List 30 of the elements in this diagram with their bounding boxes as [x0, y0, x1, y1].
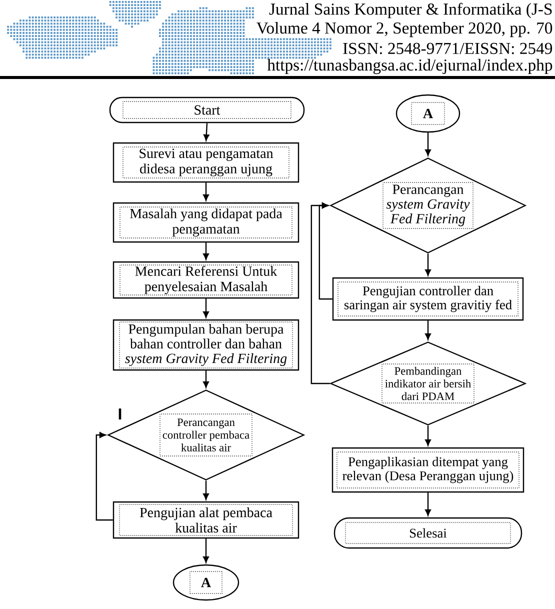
arrow — [203, 370, 209, 388]
arrow — [425, 254, 431, 276]
arrow — [425, 132, 431, 156]
header-text: ISSN: 2548-9771/EISSN: 2549 — [343, 42, 552, 54]
terminal-box: Selesai — [334, 517, 522, 549]
header-text: Jurnal Sains Komputer & Informatika (J-S — [269, 2, 552, 18]
loop-arrow — [96, 432, 113, 521]
process-box: Pengaplikasian ditempat yang relevan (Desa Peranggan ujung) — [332, 447, 524, 493]
arrow — [425, 492, 431, 516]
arrow — [425, 426, 431, 446]
process-box: Mencari Referensi Untuk penyelesaian Masalah — [112, 261, 300, 299]
terminal-box: Start — [109, 96, 305, 124]
arrow — [203, 298, 209, 318]
loop-arrow — [310, 202, 332, 384]
process-box: Pengumpulan bahan berupa bahan controller dan bahan system Gravity Fed Filtering — [112, 319, 300, 371]
letter-mark: I — [118, 408, 122, 420]
arrow — [203, 182, 209, 201]
arrow — [425, 320, 431, 340]
process-box: Masalah yang didapat pada pengamatan — [112, 202, 300, 243]
web-address: https://tunasbangsa.ac.id/ejurnal/index.php — [267, 58, 552, 74]
process-box: Pengujian controller dan saringan air system gravitiy fed — [332, 277, 524, 321]
connector-oval: A — [396, 94, 460, 133]
arrow — [203, 538, 209, 563]
arrow — [203, 242, 209, 260]
process-box: Surevi atau pengamatan didesa peranggan ujung — [112, 142, 300, 183]
process-box: Pengujian alat pembaca kualitas air — [112, 501, 300, 539]
arrow — [203, 480, 209, 500]
connector-oval: A — [172, 564, 240, 601]
header-text: Volume 4 Nomor 2, September 2020, pp. 70 — [256, 22, 552, 38]
arrow — [203, 123, 210, 141]
